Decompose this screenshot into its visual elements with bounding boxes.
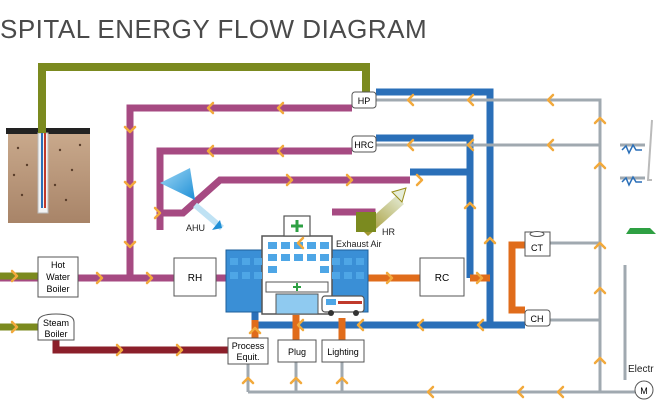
flow-arrow (276, 144, 285, 158)
geothermal-pipe (38, 63, 370, 133)
flow-arrow (123, 240, 137, 249)
hot-water-boiler-label-2: Water (46, 272, 70, 282)
ahu-fan (160, 168, 224, 231)
flow-arrow (556, 385, 565, 399)
flow-arrow (415, 173, 424, 187)
rh-label: RH (188, 273, 202, 284)
motor: M (634, 380, 654, 400)
process-label-1: Process (232, 341, 265, 351)
green-roof-icon (626, 228, 656, 234)
hot-water-boiler-label-1: Hot (51, 260, 66, 270)
flow-arrow (206, 101, 215, 115)
flow-arrow (406, 93, 415, 107)
flow-arrow (593, 241, 607, 250)
steam-pipe (52, 330, 228, 354)
flow-arrow (285, 173, 294, 187)
ct-label: CT (531, 243, 543, 253)
flow-arrow (356, 318, 365, 332)
diagram-title: SPITAL ENERGY FLOW DIAGRAM (0, 14, 428, 44)
flow-arrow (10, 320, 19, 334)
flow-arrows (10, 93, 607, 399)
ground-heat-exchanger (6, 128, 90, 223)
hr-label: HR (382, 227, 395, 237)
flow-arrow (145, 271, 154, 285)
flow-arrow (95, 271, 104, 285)
flow-arrow (546, 138, 555, 152)
flow-arrow (516, 385, 525, 399)
flow-arrow (546, 93, 555, 107)
exhaust-air-label: Exhaust Air (336, 239, 382, 249)
flow-arrow (593, 286, 607, 295)
flow-arrow (416, 318, 425, 332)
plug-loads: Plug (277, 339, 317, 363)
flow-arrow (241, 376, 255, 385)
motor-label: M (640, 386, 648, 396)
lighting-loads: Lighting (321, 339, 365, 363)
chiller: CH (524, 309, 551, 327)
flow-arrow (593, 356, 607, 365)
wind-symbols (621, 143, 642, 187)
flow-arrow (115, 343, 124, 357)
flow-arrow (476, 318, 485, 332)
ahu-label: AHU (186, 223, 205, 233)
fuel-pipes (0, 272, 38, 331)
plug-label: Plug (288, 347, 306, 357)
flow-arrow (153, 206, 162, 220)
heat-recovery-chiller: HRC (351, 135, 377, 153)
flow-arrow (466, 138, 475, 152)
flow-arrow (175, 343, 184, 357)
cooling-tower: CT (524, 231, 551, 257)
flow-arrow (289, 376, 303, 385)
hrc-label: HRC (354, 140, 374, 150)
hot-water-boiler: Hot Water Boiler (37, 256, 79, 298)
flow-arrow (296, 236, 305, 250)
hot-water-boiler-label-3: Boiler (46, 284, 69, 294)
steam-boiler: Steam Boiler (37, 313, 75, 341)
flow-arrow (206, 144, 215, 158)
flow-arrow (335, 376, 349, 385)
flow-arrow (426, 385, 435, 399)
electric-label: Electr (628, 364, 654, 375)
heat-recovery-exhaust (356, 187, 407, 236)
flow-arrow (385, 271, 394, 285)
hp-label: HP (358, 96, 371, 106)
cooling-pipes (251, 88, 525, 329)
flow-arrow (593, 116, 607, 125)
process-label-2: Equit. (236, 352, 259, 362)
flow-arrow (406, 138, 415, 152)
hospital-building (225, 215, 369, 316)
flow-arrow (10, 269, 19, 283)
lighting-label: Lighting (327, 347, 359, 357)
flow-arrow (475, 271, 484, 285)
flow-arrow (296, 318, 305, 332)
flow-arrow (123, 180, 137, 189)
reheat-coil: RH (173, 257, 217, 297)
flow-arrow (593, 161, 607, 170)
flow-arrow (483, 236, 497, 245)
ch-label: CH (531, 314, 544, 324)
steam-boiler-label-1: Steam (43, 318, 69, 328)
flow-arrow (276, 101, 285, 115)
process-equipment: Process Equit. (227, 337, 269, 365)
flow-arrow (463, 201, 477, 210)
heat-pump: HP (351, 91, 377, 109)
flow-arrow (345, 173, 354, 187)
steam-boiler-label-2: Boiler (44, 329, 67, 339)
flow-arrow (123, 125, 137, 134)
flow-arrow (466, 93, 475, 107)
flow-arrow (248, 326, 262, 335)
pylon-icon (646, 119, 653, 181)
rc-label: RC (435, 273, 449, 284)
reheat-cooling: RC (419, 257, 465, 297)
